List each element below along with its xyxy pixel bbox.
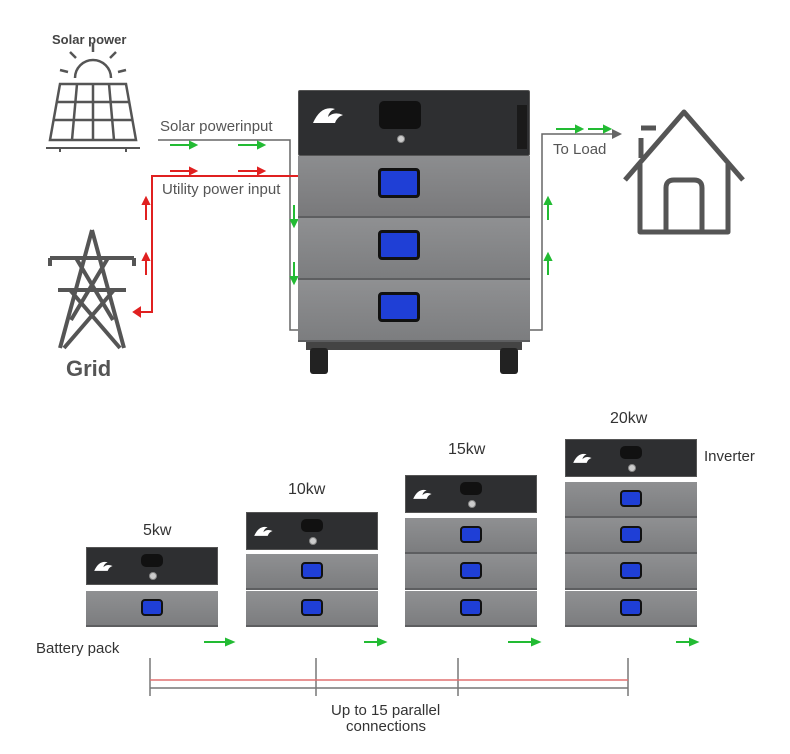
wheel-icon — [310, 348, 328, 374]
battery-lcd — [378, 168, 420, 198]
config-label-20kw: 20kw — [610, 410, 648, 427]
inverter-unit — [565, 439, 697, 477]
battery-module — [298, 218, 530, 280]
parallel-bracket — [149, 658, 629, 696]
battery-lcd — [301, 599, 323, 616]
wheel-icon — [500, 348, 518, 374]
utility-input-label: Utility power input — [162, 181, 281, 198]
power-button-icon — [468, 500, 476, 508]
inverter-unit — [246, 512, 378, 550]
battery-module — [86, 591, 218, 627]
parallel-flow-arrows — [204, 637, 700, 647]
battery-lcd — [620, 562, 642, 579]
solar-input-line — [158, 139, 298, 331]
inverter-unit — [86, 547, 218, 585]
config-label-10kw: 10kw — [288, 481, 326, 498]
inverter-display — [379, 101, 421, 129]
battery-lcd — [460, 599, 482, 616]
solar-power-label: Solar power — [52, 32, 127, 47]
battery-module — [565, 591, 697, 627]
config-label-15kw: 15kw — [448, 441, 486, 458]
battery-lcd — [460, 562, 482, 579]
energy-flow-diagram — [46, 44, 745, 350]
battery-module — [405, 591, 537, 627]
utility-input-line — [140, 175, 300, 313]
brand-logo-icon — [413, 489, 432, 499]
power-button-icon — [628, 464, 636, 472]
battery-lcd — [378, 230, 420, 260]
load-output-line — [530, 133, 612, 331]
inverter-label: Inverter — [704, 448, 755, 465]
utility-flow-arrows — [132, 166, 267, 318]
battery-module — [298, 156, 530, 218]
parallel-connections-label-line1: Up to 15 parallel — [331, 702, 441, 719]
load-flow-arrows — [543, 124, 613, 275]
solar-panel-icon — [46, 44, 140, 152]
power-button-icon — [397, 135, 405, 143]
brand-logo-icon — [254, 526, 273, 536]
house-icon — [623, 109, 745, 235]
parallel-connections-label-line2: connections — [346, 718, 427, 735]
inverter-display — [301, 519, 323, 532]
battery-module — [298, 280, 530, 342]
battery-module — [246, 591, 378, 627]
inverter-display — [620, 446, 642, 459]
battery-lcd — [620, 490, 642, 507]
battery-module — [405, 554, 537, 590]
battery-lcd — [620, 599, 642, 616]
battery-lcd — [620, 526, 642, 543]
power-button-icon — [149, 572, 157, 580]
battery-lcd — [378, 292, 420, 322]
brand-logo-icon — [94, 561, 113, 571]
brand-logo-icon — [313, 108, 343, 123]
battery-module — [565, 482, 697, 518]
battery-lcd — [301, 562, 323, 579]
brand-logo-icon — [573, 453, 592, 463]
inverter-unit — [298, 90, 530, 156]
solar-input-label: Solar powerinput — [160, 118, 273, 135]
power-button-icon — [309, 537, 317, 545]
battery-lcd — [460, 526, 482, 543]
parallel-connection-diagram — [149, 637, 700, 696]
inverter-display — [141, 554, 163, 567]
grid-label: Grid — [66, 356, 112, 381]
battery-module — [246, 554, 378, 590]
battery-module — [565, 554, 697, 590]
to-load-label: To Load — [553, 141, 607, 158]
battery-pack-label: Battery pack — [36, 640, 120, 657]
stack-base — [306, 342, 522, 350]
battery-module — [565, 518, 697, 554]
main-inverter-stack — [298, 90, 530, 374]
inverter-display — [460, 482, 482, 495]
config-label-5kw: 5kw — [143, 522, 172, 539]
inverter-side-panel — [517, 105, 527, 149]
battery-module — [405, 518, 537, 554]
solar-flow-arrows — [170, 140, 299, 286]
battery-lcd — [141, 599, 163, 616]
grid-tower-icon — [48, 229, 136, 350]
inverter-unit — [405, 475, 537, 513]
